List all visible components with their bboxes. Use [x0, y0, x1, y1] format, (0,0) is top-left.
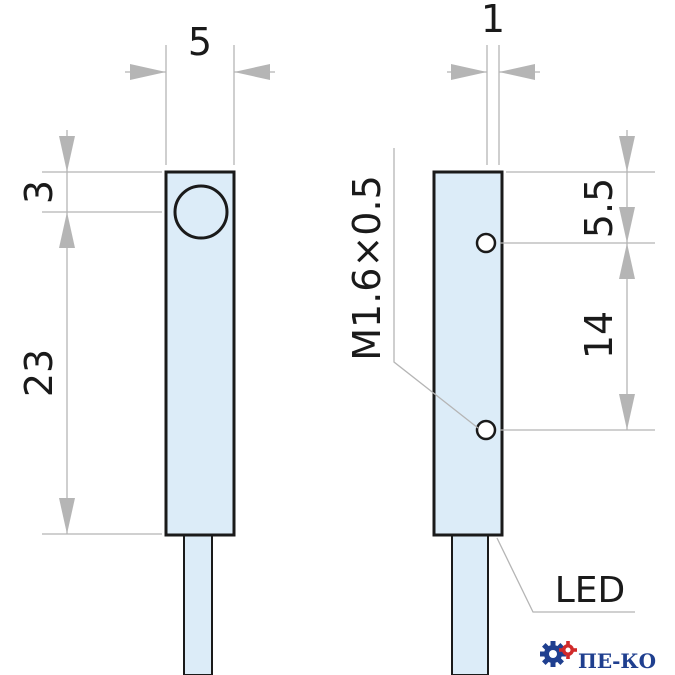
front-view: 5 3 23 — [17, 20, 275, 675]
side-thickness-dimension: 1 — [447, 0, 540, 165]
side-view: 1 5.5 14 M1.6×0.5 LED — [345, 0, 655, 675]
front-sensing-hole — [173, 184, 229, 240]
thread-label: M1.6×0.5 — [345, 175, 389, 361]
side-lower-mounting-hole — [475, 419, 497, 441]
side-thickness-label: 1 — [481, 0, 505, 41]
company-logo: ПЕ-КО — [540, 641, 656, 673]
side-height-dimensions: 5.5 14 — [500, 130, 655, 431]
front-width-dimension: 5 — [125, 20, 275, 165]
led-callout: LED — [496, 537, 635, 613]
side-upper-mounting-hole — [475, 232, 497, 254]
led-label: LED — [555, 570, 626, 611]
logo-text: ПЕ-КО — [578, 649, 656, 673]
side-hole-spacing-label: 14 — [577, 311, 621, 359]
side-sensor-body — [432, 170, 504, 537]
thread-callout: M1.6×0.5 — [345, 148, 479, 429]
front-top-offset-label: 3 — [17, 180, 61, 204]
small-gear-icon — [559, 641, 577, 659]
side-cable — [451, 533, 489, 675]
side-top-offset-label: 5.5 — [577, 178, 621, 238]
front-height-dimensions: 3 23 — [17, 130, 162, 535]
front-hole-spacing-label: 23 — [17, 349, 61, 397]
front-width-label: 5 — [188, 20, 212, 64]
gear-icon — [540, 641, 566, 667]
front-cable — [183, 533, 213, 675]
